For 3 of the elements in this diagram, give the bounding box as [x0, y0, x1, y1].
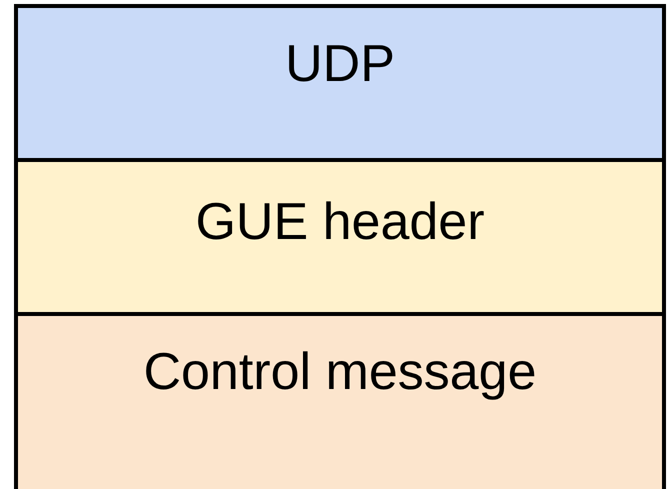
layer-label: GUE header	[195, 192, 485, 252]
layer-label: Control message	[143, 342, 537, 402]
layer-label: UDP	[285, 34, 395, 94]
